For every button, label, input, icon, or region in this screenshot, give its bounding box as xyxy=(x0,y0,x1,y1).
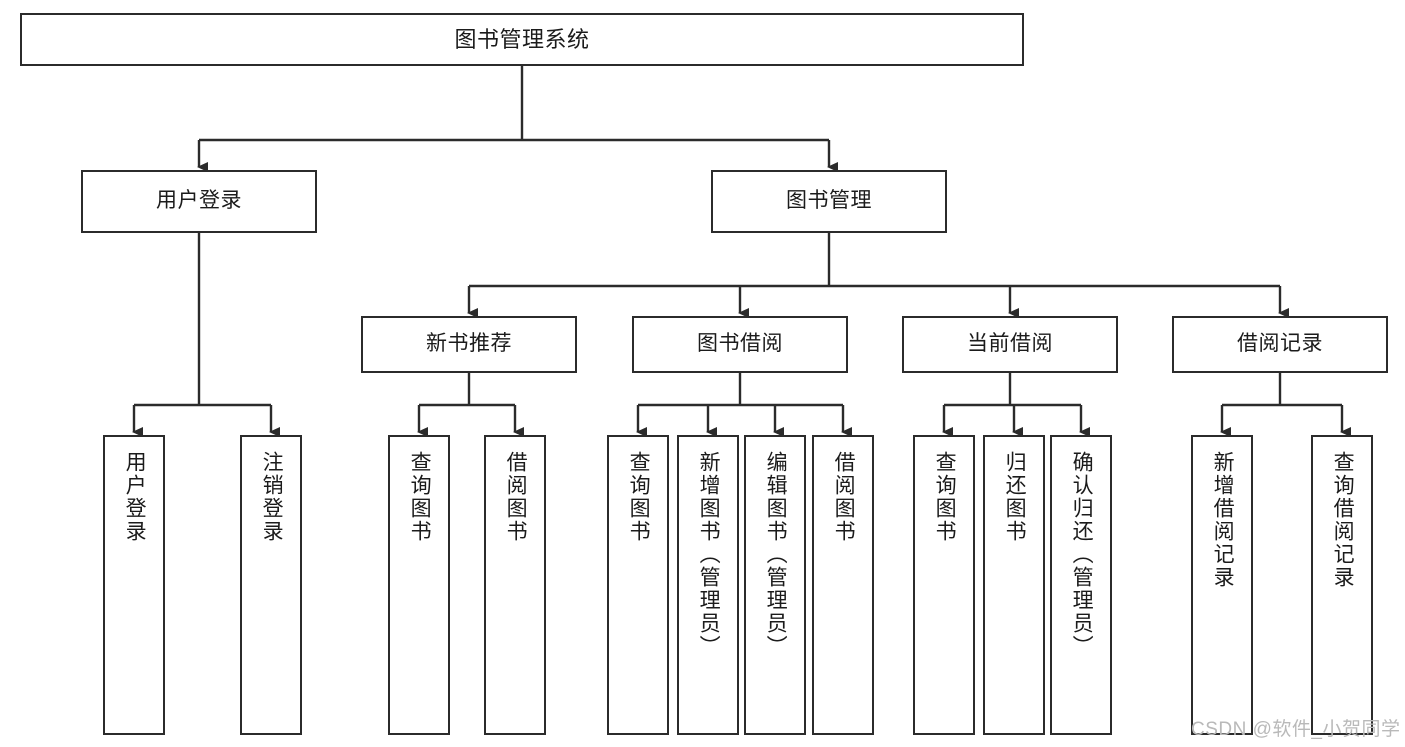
connector-bus-borrow_record xyxy=(1222,373,1342,407)
node-label: 借阅图书 xyxy=(504,451,528,543)
node-label: 新书推荐 xyxy=(426,332,512,356)
node-l_cb_query[interactable]: 查询图书 xyxy=(913,435,975,735)
node-l_bb_borrow[interactable]: 借阅图书 xyxy=(812,435,874,735)
node-l_cb_return[interactable]: 归还图书 xyxy=(983,435,1045,735)
connector-bus-new_book_rec xyxy=(419,373,515,407)
node-l_br_add[interactable]: 新增借阅记录 xyxy=(1191,435,1253,735)
node-label: 用户登录 xyxy=(123,451,147,543)
node-l_user_logout[interactable]: 注销登录 xyxy=(240,435,302,735)
node-l_cb_confirm[interactable]: 确认归还（管理员） xyxy=(1050,435,1112,735)
connector-bus-root xyxy=(199,66,829,142)
connector-bus-book_borrow xyxy=(638,373,843,407)
node-l_rec_borrow[interactable]: 借阅图书 xyxy=(484,435,546,735)
node-label: 借阅记录 xyxy=(1237,332,1323,356)
node-label: 查询图书 xyxy=(408,451,432,543)
node-label: 图书借阅 xyxy=(697,332,783,356)
node-l_bb_edit[interactable]: 编辑图书（管理员） xyxy=(744,435,806,735)
node-book_manage[interactable]: 图书管理 xyxy=(711,170,947,233)
node-label: 图书管理 xyxy=(786,189,872,213)
node-l_br_query[interactable]: 查询借阅记录 xyxy=(1311,435,1373,735)
node-user_login[interactable]: 用户登录 xyxy=(81,170,317,233)
node-borrow_record[interactable]: 借阅记录 xyxy=(1172,316,1388,373)
node-label: 图书管理系统 xyxy=(454,26,590,52)
node-label: 用户登录 xyxy=(156,189,242,213)
connector-bus-book_manage xyxy=(469,233,1280,288)
node-label: 确认归还（管理员） xyxy=(1070,451,1094,658)
node-current_borrow[interactable]: 当前借阅 xyxy=(902,316,1118,373)
node-l_bb_query[interactable]: 查询图书 xyxy=(607,435,669,735)
node-label: 归还图书 xyxy=(1003,451,1027,543)
node-label: 查询借阅记录 xyxy=(1331,451,1355,589)
node-label: 查询图书 xyxy=(933,451,957,543)
node-label: 借阅图书 xyxy=(832,451,856,543)
node-label: 当前借阅 xyxy=(967,332,1053,356)
node-label: 编辑图书（管理员） xyxy=(764,451,788,658)
node-l_user_login[interactable]: 用户登录 xyxy=(103,435,165,735)
node-l_bb_add[interactable]: 新增图书（管理员） xyxy=(677,435,739,735)
node-label: 注销登录 xyxy=(260,451,284,543)
node-book_borrow[interactable]: 图书借阅 xyxy=(632,316,848,373)
node-label: 新增借阅记录 xyxy=(1211,451,1235,589)
node-root[interactable]: 图书管理系统 xyxy=(20,13,1024,66)
node-label: 查询图书 xyxy=(627,451,651,543)
node-label: 新增图书（管理员） xyxy=(697,451,721,658)
watermark-text: CSDN @软件_小贺同学 xyxy=(1191,719,1401,740)
connector-bus-current_borrow xyxy=(944,373,1081,407)
connector-bus-user_login xyxy=(134,233,271,407)
node-l_rec_query[interactable]: 查询图书 xyxy=(388,435,450,735)
node-new_book_rec[interactable]: 新书推荐 xyxy=(361,316,577,373)
